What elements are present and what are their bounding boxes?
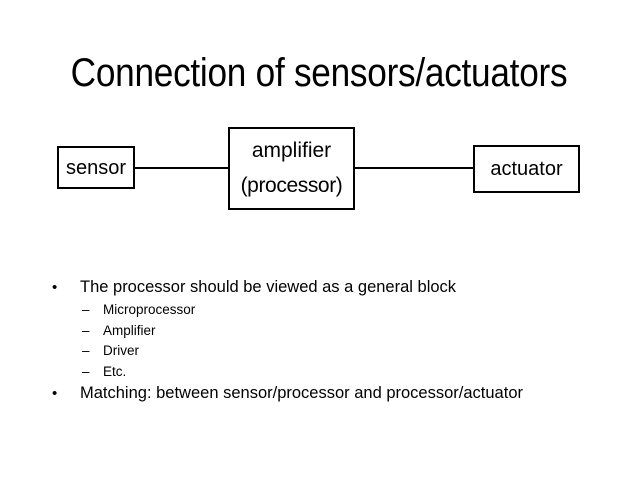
list-item-label: The processor should be viewed as a gene… (80, 278, 457, 296)
diagram-block-actuator[interactable]: actuator (473, 145, 580, 193)
list-item: – Driver (0, 341, 638, 362)
bullet-dash-icon: – (82, 343, 90, 358)
list-item-label: Matching: between sensor/processor and p… (80, 384, 523, 402)
bullet-dash-icon: – (82, 322, 90, 338)
list-item-label: Driver (103, 343, 139, 358)
diagram-block-amplifier-label: amplifier (251, 139, 332, 162)
connector-sensor-to-amplifier (133, 167, 230, 169)
bullet-marker-icon: • (52, 279, 58, 296)
diagram-block-amplifier[interactable]: amplifier (processor) (228, 127, 355, 210)
bullet-dash-icon: – (82, 363, 90, 379)
diagram-block-sensor-label: sensor (65, 156, 127, 179)
list-item: – Amplifier (0, 321, 638, 342)
list-item: – Microprocessor (0, 300, 638, 321)
page-title: Connection of sensors/actuators (70, 51, 568, 95)
diagram-block-sensor[interactable]: sensor (57, 146, 135, 189)
list-item-label: Etc. (103, 363, 127, 379)
block-diagram: sensor amplifier (processor) actuator (57, 127, 580, 210)
bullet-marker-icon: • (52, 385, 58, 402)
list-item: • Matching: between sensor/processor and… (0, 382, 638, 405)
list-item: • The processor should be viewed as a ge… (0, 276, 638, 299)
diagram-block-actuator-label: actuator (490, 158, 563, 180)
diagram-block-processor-label: (processor) (240, 174, 343, 197)
bullet-dash-icon: – (82, 302, 90, 317)
connector-amplifier-to-actuator (353, 167, 475, 169)
bullet-list: • The processor should be viewed as a ge… (0, 276, 638, 406)
list-item: – Etc. (0, 362, 638, 383)
list-item-label: Microprocessor (103, 302, 196, 317)
list-item-label: Amplifier (103, 322, 156, 338)
